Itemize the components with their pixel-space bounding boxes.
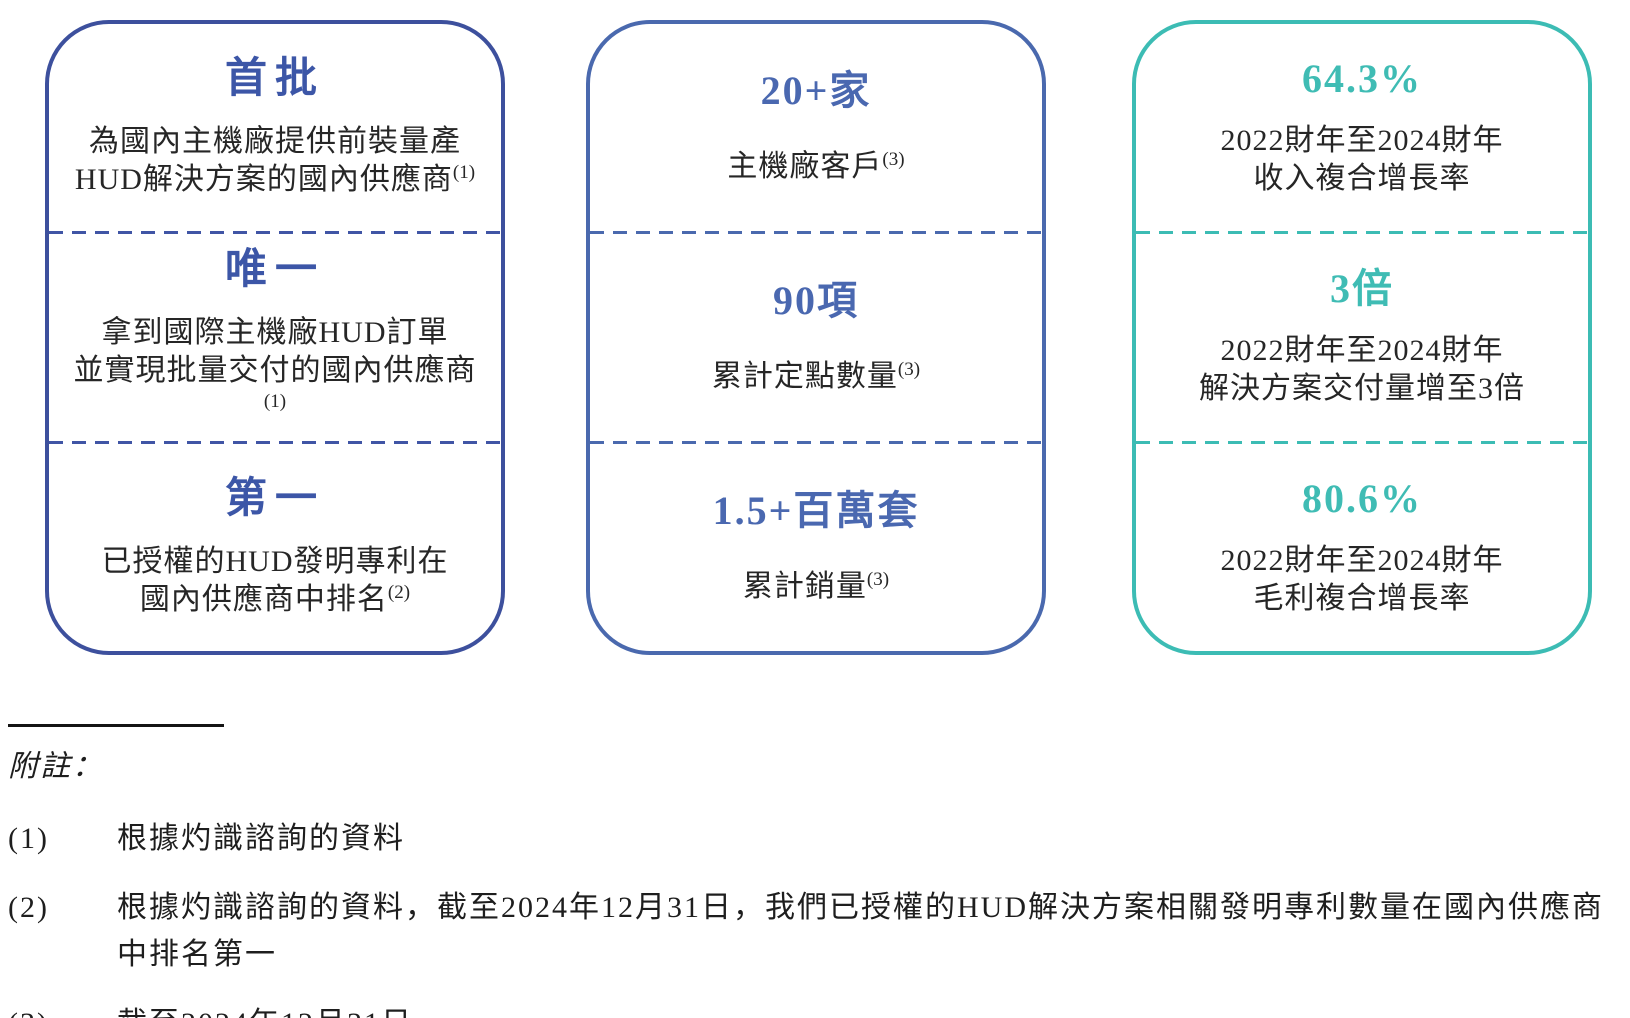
description-line: 主機廠客戶(3) — [727, 148, 905, 183]
dashed-divider — [1136, 231, 1588, 234]
footnote-text: 截至2024年12月31日 — [117, 1007, 413, 1018]
card1-section-first-batch: 首批 為國內主機廠提供前裝量產 HUD解決方案的國內供應商(1) — [49, 24, 501, 231]
footnote-item: (2) 根據灼識諮詢的資料，截至2024年12月31日，我們已授權的HUD解決方… — [8, 884, 1620, 978]
footnote-item: (3) 截至2024年12月31日 — [8, 1000, 1620, 1018]
section-title: 唯一 — [224, 245, 325, 293]
description-line: 收入複合增長率 — [1253, 161, 1471, 195]
footnote-ref: (2) — [387, 581, 411, 603]
footnote-marker: (1) — [8, 822, 49, 855]
description-line: 拿到國際主機廠HUD訂單 — [101, 315, 449, 349]
footnote-rule — [8, 724, 224, 727]
stat-value: 90項 — [773, 277, 859, 323]
footnote-ref: (3) — [897, 358, 921, 380]
dashed-divider — [590, 231, 1042, 234]
description-line: 已授權的HUD發明專利在 — [101, 544, 449, 578]
description-line: HUD解決方案的國內供應商(1) — [74, 161, 476, 196]
section-description: 已授權的HUD發明專利在 國內供應商中排名(2) — [102, 543, 449, 619]
description-line: 2022財年至2024財年 — [1220, 123, 1504, 157]
dashed-divider — [49, 231, 501, 234]
stat-label: 2022財年至2024財年 毛利複合增長率 — [1221, 542, 1504, 618]
footnote-ref: (3) — [866, 568, 890, 590]
card1-section-only: 唯一 拿到國際主機廠HUD訂單 並實現批量交付的國內供應商(1) — [49, 234, 501, 441]
card2-section-design-wins: 90項 累計定點數量(3) — [590, 234, 1042, 441]
description-line: 毛利複合增長率 — [1253, 581, 1471, 615]
footnote-ref: (1) — [263, 390, 287, 412]
footnote-marker: (2) — [8, 891, 49, 924]
footnote-marker: (3) — [8, 1000, 49, 1018]
footnote-list: (1) 根據灼識諮詢的資料 (2) 根據灼識諮詢的資料，截至2024年12月31… — [8, 815, 1620, 1018]
footnote-text: 根據灼識諮詢的資料，截至2024年12月31日，我們已授權的HUD解決方案相關發… — [117, 891, 1604, 971]
description-line: 解決方案交付量增至3倍 — [1199, 371, 1525, 405]
card-growth-metrics: 64.3% 2022財年至2024財年 收入複合增長率 3倍 2022財年至20… — [1132, 20, 1592, 655]
section-description: 拿到國際主機廠HUD訂單 並實現批量交付的國內供應商(1) — [67, 314, 483, 428]
card2-section-cumulative-sales: 1.5+百萬套 累計銷量(3) — [590, 444, 1042, 651]
stat-cards-row: 首批 為國內主機廠提供前裝量產 HUD解決方案的國內供應商(1) 唯一 拿到國際… — [45, 20, 1592, 655]
dashed-divider — [49, 441, 501, 444]
footnote-ref: (1) — [452, 161, 476, 183]
card3-section-delivery-growth: 3倍 2022財年至2024財年 解決方案交付量增至3倍 — [1136, 234, 1588, 441]
stat-value: 20+家 — [760, 67, 872, 113]
card3-section-gross-profit-cagr: 80.6% 2022財年至2024財年 毛利複合增長率 — [1136, 444, 1588, 651]
description-line: 國內供應商中排名(2) — [139, 581, 411, 616]
footnotes-block: 附註： (1) 根據灼識諮詢的資料 (2) 根據灼識諮詢的資料，截至2024年1… — [8, 724, 1620, 1018]
description-line: 為國內主機廠提供前裝量產 — [89, 124, 461, 158]
section-title: 第一 — [224, 474, 325, 522]
stat-label: 累計銷量(3) — [743, 568, 889, 606]
footnotes-title: 附註： — [8, 750, 104, 783]
description-line: 2022財年至2024財年 — [1220, 543, 1504, 577]
stat-label: 2022財年至2024財年 收入複合增長率 — [1221, 122, 1504, 198]
card-business-scale: 20+家 主機廠客戶(3) 90項 累計定點數量(3) 1.5+百萬套 累計銷量… — [586, 20, 1046, 655]
dashed-divider — [1136, 441, 1588, 444]
stat-value: 64.3% — [1302, 55, 1422, 101]
footnote-item: (1) 根據灼識諮詢的資料 — [8, 815, 1620, 862]
stat-value: 1.5+百萬套 — [712, 487, 920, 533]
description-line: 累計銷量(3) — [742, 568, 890, 603]
stat-value: 3倍 — [1330, 265, 1394, 311]
section-title: 首批 — [224, 54, 325, 102]
stat-label: 2022財年至2024財年 解決方案交付量增至3倍 — [1199, 332, 1525, 408]
card2-section-oem-customers: 20+家 主機廠客戶(3) — [590, 24, 1042, 231]
footnote-ref: (3) — [882, 148, 905, 170]
stat-label: 累計定點數量(3) — [712, 358, 920, 396]
description-line: 並實現批量交付的國內供應商(1) — [73, 353, 477, 412]
description-line: 累計定點數量(3) — [711, 358, 921, 393]
stat-label: 主機廠客戶(3) — [727, 148, 904, 186]
card1-section-ranked-first: 第一 已授權的HUD發明專利在 國內供應商中排名(2) — [49, 444, 501, 651]
footnote-text: 根據灼識諮詢的資料 — [117, 822, 405, 855]
dashed-divider — [590, 441, 1042, 444]
section-description: 為國內主機廠提供前裝量產 HUD解決方案的國內供應商(1) — [75, 123, 475, 199]
description-line: 2022財年至2024財年 — [1220, 333, 1504, 367]
card3-section-revenue-cagr: 64.3% 2022財年至2024財年 收入複合增長率 — [1136, 24, 1588, 231]
stat-value: 80.6% — [1302, 475, 1422, 521]
card-domestic-leadership: 首批 為國內主機廠提供前裝量產 HUD解決方案的國內供應商(1) 唯一 拿到國際… — [45, 20, 505, 655]
